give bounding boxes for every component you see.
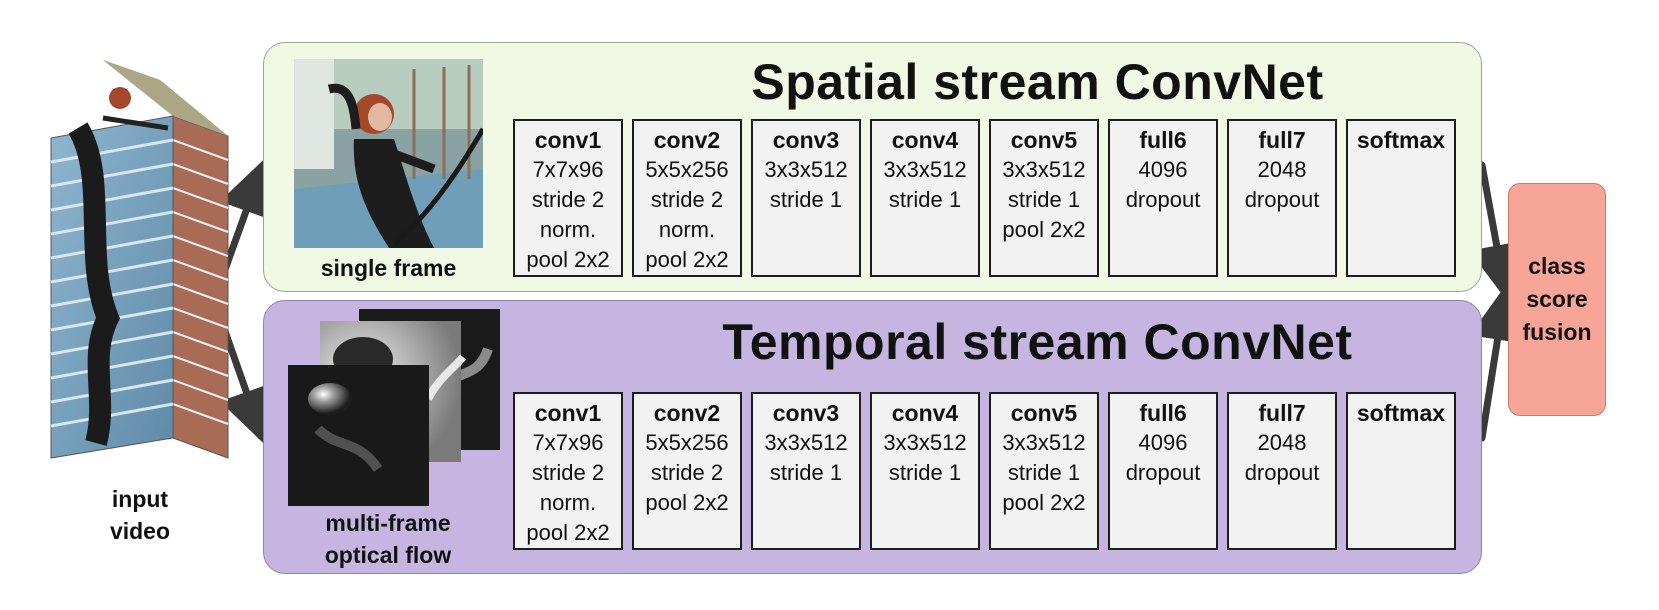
layer-param: 3x3x512 [764,430,848,455]
single-frame-caption: single frame [320,255,457,281]
layer-param: stride 1 [888,460,962,485]
optical-flow-caption-line2: optical flow [324,542,452,568]
layer-param: 2048 [1257,430,1307,455]
layer-name: conv3 [772,127,840,153]
layer-name: full7 [1258,400,1306,426]
layer-name: conv4 [891,400,959,426]
layer-param: stride 1 [1007,460,1081,485]
arrow-spatial-to-fusion [1469,161,1525,301]
layer-name: conv1 [534,400,602,426]
layer-param: 3x3x512 [764,157,848,182]
spatial-layer-conv4: conv4 3x3x512 stride 1 [870,119,980,277]
temporal-layer-conv3: conv3 3x3x512 stride 1 [751,392,861,550]
layer-param: stride 2 [650,460,724,485]
spatial-layer-softmax: softmax [1346,119,1456,277]
layer-param: pool 2x2 [1002,217,1086,242]
fusion-line3: fusion [1522,319,1592,345]
class-score-fusion-box: class score fusion [1508,183,1606,416]
layer-name: softmax [1356,400,1446,426]
layer-param: pool 2x2 [1002,490,1086,515]
spatial-layer-conv5: conv5 3x3x512 stride 1 pool 2x2 [989,119,1099,277]
layer-param: 4096 [1138,430,1188,455]
layer-param: 5x5x256 [645,157,729,182]
temporal-layer-full7: full7 2048 dropout [1227,392,1337,550]
layer-param: stride 1 [769,460,843,485]
layer-param: stride 2 [650,187,724,212]
layer-param: 5x5x256 [645,430,729,455]
layer-param: 7x7x96 [532,430,604,455]
input-video-caption: input video [80,483,200,547]
temporal-layer-conv5: conv5 3x3x512 stride 1 pool 2x2 [989,392,1099,550]
optical-flow-caption-line1: multi-frame [325,510,451,536]
layer-name: full6 [1139,400,1187,426]
layer-name: conv4 [891,127,959,153]
layer-param: 4096 [1138,157,1188,182]
spatial-layer-conv1: conv1 7x7x96 stride 2 norm. pool 2x2 [513,119,623,277]
input-caption-line2: video [109,518,171,544]
temporal-layer-softmax: softmax [1346,392,1456,550]
fusion-line1: class [1528,253,1586,279]
layer-param: stride 1 [769,187,843,212]
temporal-layer-conv2: conv2 5x5x256 stride 2 pool 2x2 [632,392,742,550]
layer-param: stride 2 [531,187,605,212]
layer-param: norm. [539,217,597,242]
layer-param: 3x3x512 [1002,430,1086,455]
layer-param: norm. [539,490,597,515]
spatial-layer-conv2: conv2 5x5x256 stride 2 norm. pool 2x2 [632,119,742,277]
layer-name: softmax [1356,127,1446,153]
layer-name: conv5 [1010,400,1078,426]
layer-param: 3x3x512 [883,430,967,455]
spatial-layer-full7: full7 2048 dropout [1227,119,1337,277]
layer-param: dropout [1244,460,1320,485]
layer-param: 2048 [1257,157,1307,182]
layer-param: dropout [1244,187,1320,212]
layer-param: dropout [1125,187,1201,212]
layer-param: norm. [658,217,716,242]
input-caption-line1: input [111,486,169,512]
spatial-layer-conv3: conv3 3x3x512 stride 1 [751,119,861,277]
temporal-layer-conv1: conv1 7x7x96 stride 2 norm. pool 2x2 [513,392,623,550]
temporal-layer-conv4: conv4 3x3x512 stride 1 [870,392,980,550]
layer-name: conv1 [534,127,602,153]
layer-name: conv5 [1010,127,1078,153]
layer-name: full7 [1258,127,1306,153]
layer-param: pool 2x2 [645,490,729,515]
layer-param: 3x3x512 [883,157,967,182]
layer-param: 7x7x96 [532,157,604,182]
single-frame-image [294,59,483,248]
layer-param: stride 2 [531,460,605,485]
layer-name: conv3 [772,400,840,426]
temporal-stream-title: Temporal stream ConvNet [722,314,1353,370]
layer-param: pool 2x2 [645,247,729,272]
layer-name: full6 [1139,127,1187,153]
layer-name: conv2 [653,127,721,153]
optical-flow-images [288,309,500,506]
layer-param: pool 2x2 [526,520,610,545]
optical-flow-caption: multi-frame optical flow [288,507,488,571]
layer-param: stride 1 [1007,187,1081,212]
layer-param: stride 1 [888,187,962,212]
layer-name: conv2 [653,400,721,426]
temporal-layer-full6: full6 4096 dropout [1108,392,1218,550]
layer-param: 3x3x512 [1002,157,1086,182]
spatial-stream-title: Spatial stream ConvNet [751,54,1324,110]
fusion-line2: score [1526,286,1588,312]
arrow-temporal-to-fusion [1469,284,1526,442]
layer-param: dropout [1125,460,1201,485]
layer-param: pool 2x2 [526,247,610,272]
spatial-layer-full6: full6 4096 dropout [1108,119,1218,277]
input-video-frames-image [50,60,229,459]
